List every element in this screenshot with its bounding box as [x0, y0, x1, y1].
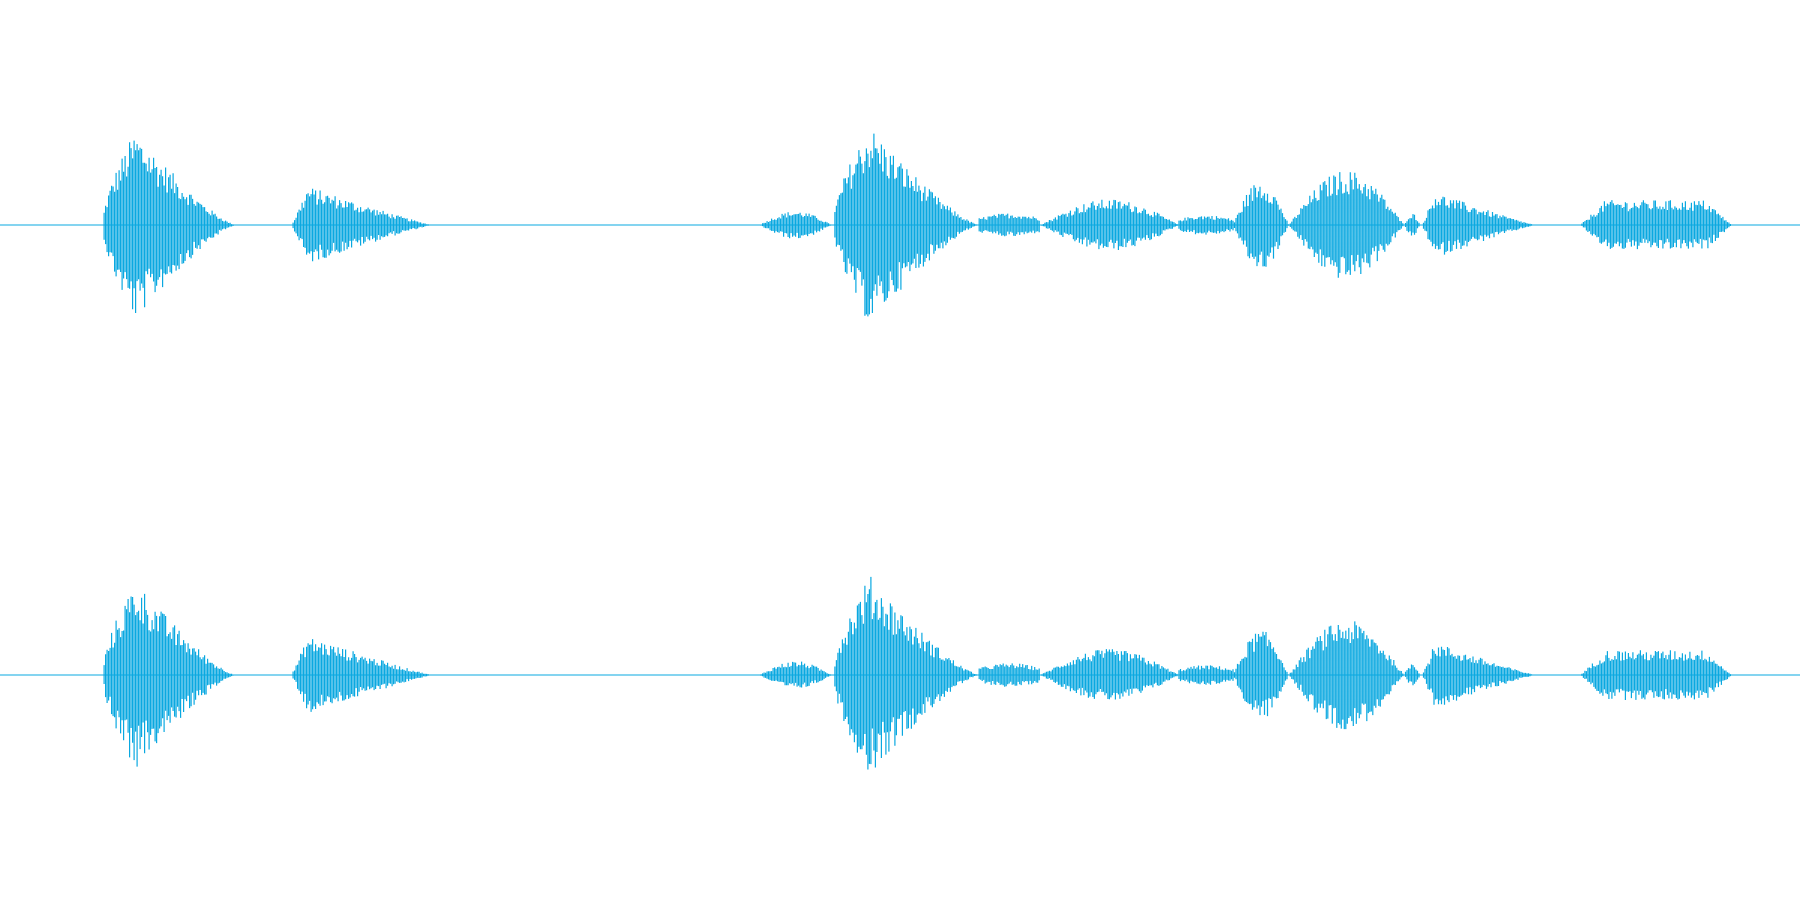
waveform-segment — [760, 212, 831, 239]
waveform-segment — [978, 213, 1040, 237]
waveform-segment — [1422, 646, 1536, 705]
waveform-segment — [834, 576, 978, 770]
channel-left — [0, 133, 1800, 317]
waveform-segment — [292, 188, 432, 262]
waveform-segment — [1233, 185, 1290, 267]
waveform-segment — [292, 639, 432, 712]
waveform-segment — [103, 140, 236, 313]
waveform-segment — [978, 663, 1040, 687]
channel-right — [0, 576, 1800, 770]
waveform-segment — [1178, 216, 1234, 235]
waveform-segment — [1178, 665, 1234, 685]
waveform-segment — [1289, 172, 1404, 278]
waveform-segment — [760, 661, 831, 688]
waveform-segment — [1581, 650, 1731, 700]
waveform-segment — [103, 593, 236, 767]
waveform-segment — [1404, 664, 1420, 686]
waveform-segment — [1289, 621, 1404, 730]
waveform-segment — [1422, 196, 1536, 255]
waveform-segment — [1581, 200, 1731, 250]
waveform-segment — [1041, 649, 1179, 700]
waveform-segment — [1041, 199, 1179, 250]
waveform-segment — [1233, 631, 1290, 717]
waveform-segment — [1404, 214, 1420, 236]
waveform-segment — [834, 133, 978, 317]
